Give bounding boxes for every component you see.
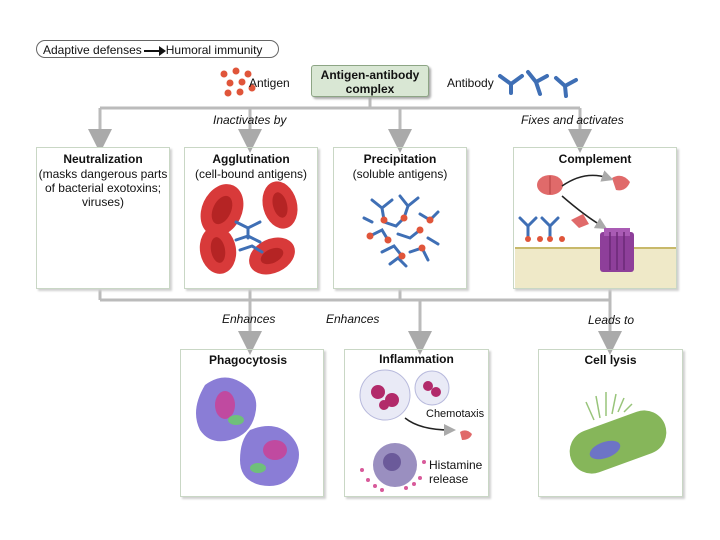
cell-lysis-panel: Cell lysis: [538, 349, 683, 497]
precipitation-desc: (soluble antigens): [352, 167, 448, 181]
complement-title: Complement: [558, 152, 632, 166]
fixes-and-activates-label: Fixes and activates: [521, 113, 624, 127]
histamine-release-label: Histamine release: [429, 458, 483, 486]
connectors: [88, 97, 622, 355]
cell-lysis-title: Cell lysis: [584, 353, 637, 367]
enhances-label-2: Enhances: [326, 312, 380, 326]
inactivates-by-label: Inactivates by: [213, 113, 287, 127]
cell-lysis-illustration: [569, 392, 667, 474]
complement-illustration: [515, 170, 676, 288]
antibody-label: Antibody: [447, 76, 494, 90]
arrow-right-icon: [143, 45, 166, 56]
precipitation-panel: Precipitation (soluble antigens): [333, 147, 467, 289]
antigen-dots-icon: [220, 67, 256, 97]
phagocytosis-panel: Phagocytosis: [180, 349, 324, 497]
neutralization-panel: Neutralization (masks dangerous parts of…: [36, 147, 170, 289]
breadcrumb-left: Adaptive defenses: [43, 43, 142, 57]
neutralization-title: Neutralization: [63, 152, 143, 166]
precipitation-title: Precipitation: [363, 152, 437, 166]
antibody-icon: [498, 70, 578, 98]
complement-panel: Complement: [513, 147, 677, 289]
inflammation-title: Inflammation: [379, 352, 454, 366]
enhances-label-1: Enhances: [222, 312, 276, 326]
agglutination-illustration: [199, 181, 298, 275]
chemotaxis-label: Chemotaxis: [426, 408, 485, 420]
antigen-label: Antigen: [249, 76, 290, 90]
agglutination-panel: Agglutination (cell-bound antigens): [184, 147, 318, 289]
inflammation-illustration: [359, 369, 472, 492]
neutralization-desc: (masks dangerous parts of bacterial exot…: [38, 167, 168, 209]
phagocytosis-illustration: [196, 377, 299, 486]
inflammation-panel: Inflammation: [344, 349, 489, 497]
breadcrumb: Adaptive defenses Humoral immunity: [36, 40, 279, 58]
phagocytosis-title: Phagocytosis: [209, 353, 288, 367]
breadcrumb-right: Humoral immunity: [165, 43, 263, 57]
leads-to-label: Leads to: [588, 313, 635, 327]
agglutination-desc: (cell-bound antigens): [194, 167, 308, 181]
antigen-antibody-complex-box: Antigen-antibody complex: [311, 65, 429, 97]
precipitation-illustration: [362, 194, 440, 268]
agglutination-title: Agglutination: [212, 152, 290, 166]
